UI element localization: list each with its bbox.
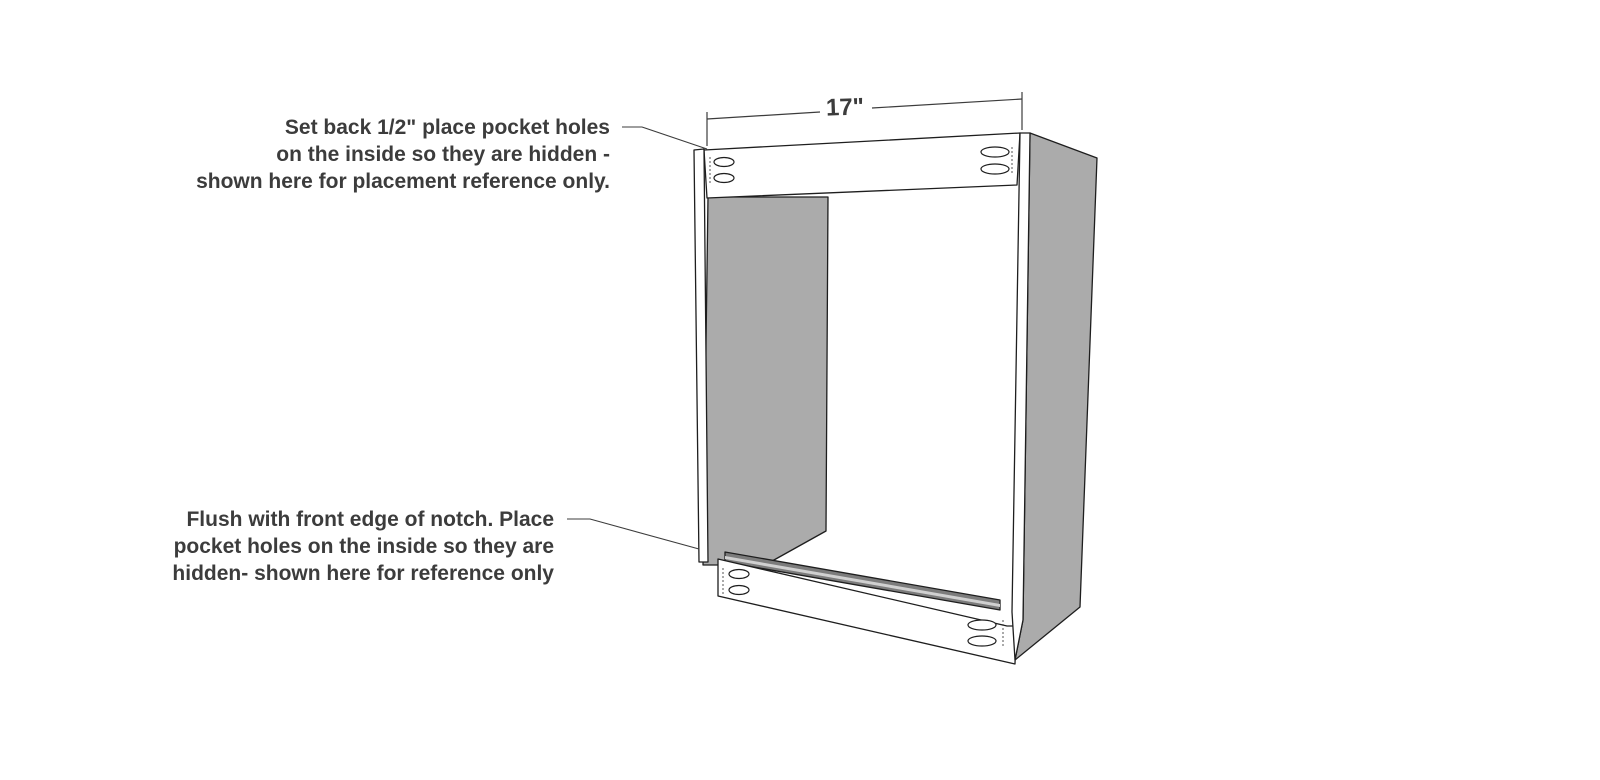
- bottom-note-line: hidden- shown here for reference only: [172, 562, 554, 585]
- top-leader-line: [622, 126, 708, 150]
- pocket-hole: [967, 635, 997, 647]
- left-side-panel-edge: [693, 148, 709, 563]
- bottom-note-line: pocket holes on the inside so they are: [173, 535, 554, 558]
- pocket-hole: [728, 568, 750, 580]
- dimension-line: [706, 92, 1023, 146]
- bottom-note-line: Flush with front edge of notch. Place: [186, 508, 554, 531]
- left-side-panel-inner: [702, 196, 829, 566]
- pocket-hole: [980, 146, 1010, 158]
- top-note-line: on the inside so they are hidden -: [276, 143, 610, 166]
- pocket-hole: [713, 156, 735, 168]
- right-side-panel-edge: [1011, 132, 1031, 661]
- width-dimension-label: 17": [825, 93, 865, 122]
- pocket-hole: [713, 172, 735, 184]
- top-stretcher-note: Set back 1/2" place pocket holes on the …: [196, 114, 610, 195]
- pocket-hole: [980, 163, 1010, 175]
- top-pocket-holes: [713, 146, 1010, 184]
- pocket-hole: [967, 619, 997, 631]
- top-stretcher: [703, 132, 1021, 199]
- bottom-stretcher: [717, 558, 1017, 665]
- top-note-line: shown here for placement reference only.: [196, 170, 610, 193]
- top-note-line: Set back 1/2" place pocket holes: [284, 116, 610, 139]
- bottom-stretcher-note: Flush with front edge of notch. Place po…: [172, 506, 554, 587]
- bottom-pocket-holes: [728, 568, 997, 647]
- bottom-leader-line: [567, 518, 700, 550]
- pocket-hole: [728, 584, 750, 596]
